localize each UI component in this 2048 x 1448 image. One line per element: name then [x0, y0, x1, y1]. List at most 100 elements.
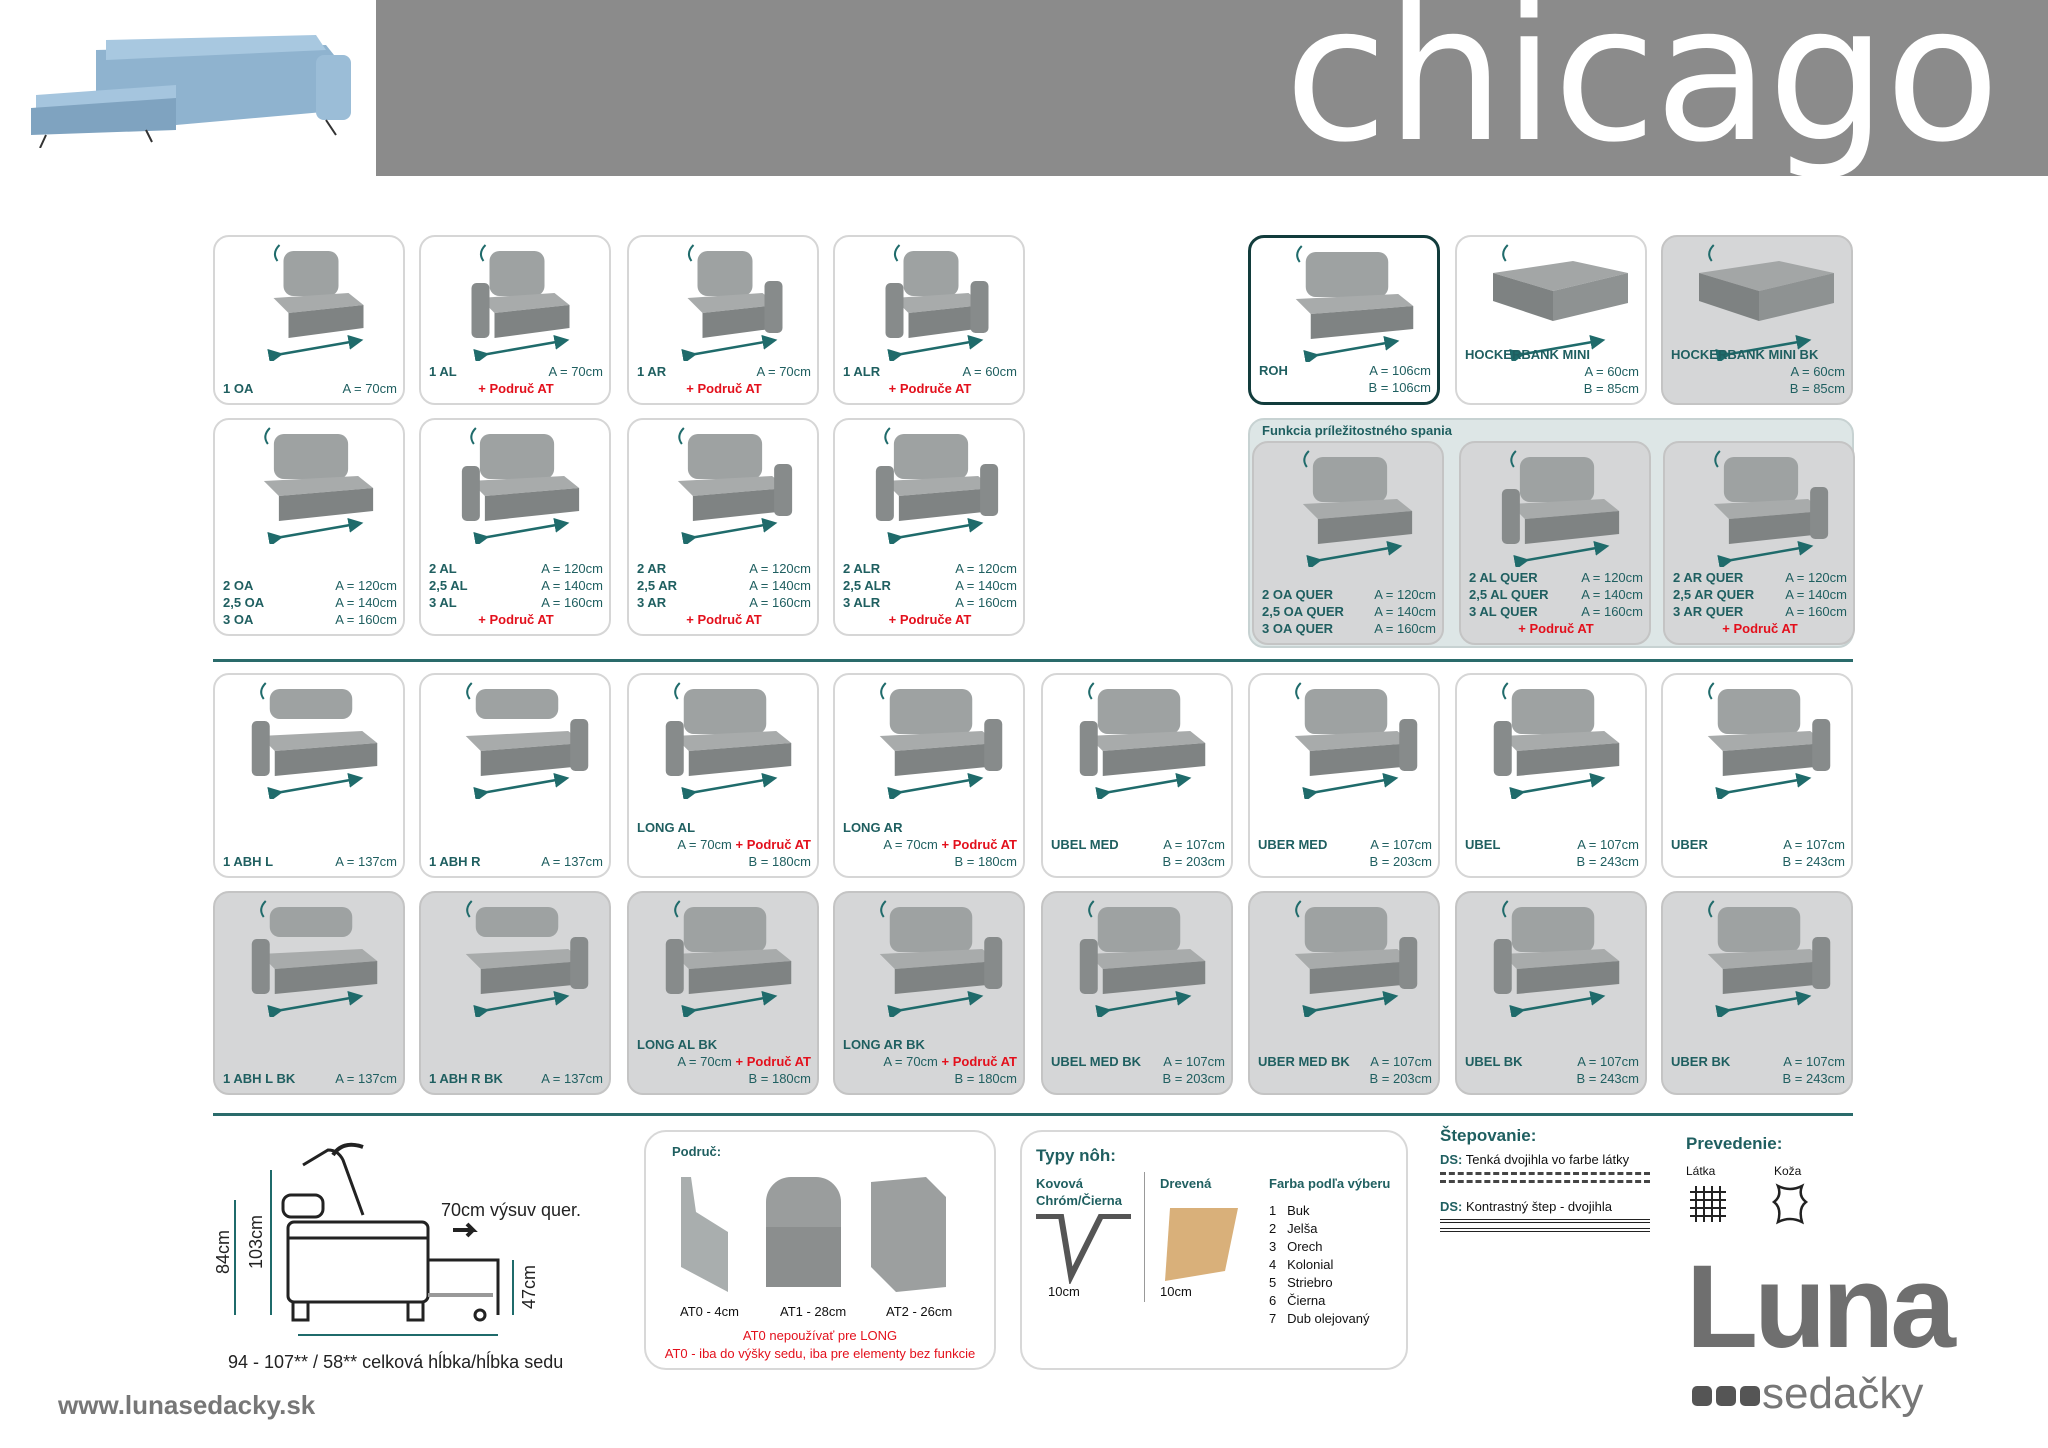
- module-dimension: A = 137cm: [335, 854, 397, 869]
- wood-leg-icon: [1165, 1208, 1238, 1281]
- module-dimension: A = 107cm: [1577, 837, 1639, 852]
- module-dimension: A = 60cm: [962, 364, 1017, 379]
- module-code: 2 OA QUER: [1262, 587, 1334, 602]
- module-line: B = 106cm: [1259, 379, 1431, 396]
- module-line: B = 203cm: [1051, 853, 1225, 870]
- module-code: 2,5 ALR: [843, 578, 891, 593]
- sofa-module-icon: [1493, 244, 1628, 361]
- module-code: UBEL: [1465, 837, 1501, 852]
- module-line: B = 85cm: [1465, 380, 1639, 397]
- stitch-pattern-contrast: [1440, 1228, 1650, 1232]
- sofa-module-icon: [681, 244, 783, 361]
- sofa-module-icon: [875, 427, 999, 544]
- sofa-module-icon: [665, 900, 792, 1017]
- module-dimension: A = 160cm: [335, 612, 397, 627]
- sofa-module-icon: [879, 682, 1003, 799]
- wood-color-item: 5 Striebro: [1269, 1274, 1369, 1292]
- module-code: UBEL MED: [1051, 837, 1119, 852]
- module-code: 3 OA QUER: [1262, 621, 1334, 636]
- module-dimension: B = 180cm: [748, 1071, 811, 1086]
- armrest-at1: AT1 - 28cm: [780, 1304, 847, 1319]
- module-dimension: A = 60cm: [1584, 364, 1639, 379]
- module-line: 1 ALR A = 60cm: [843, 363, 1017, 380]
- stitching-title: Štepovanie:: [1440, 1126, 1537, 1145]
- module-dimension: A = 106cm: [1369, 363, 1431, 378]
- website-link[interactable]: www.lunasedacky.sk: [58, 1390, 316, 1420]
- stitching-panel: Štepovanie: DS: Tenká dvojihla vo farbe …: [1440, 1126, 1670, 1232]
- color-number: 6: [1269, 1293, 1277, 1308]
- module-code: 2 AL: [429, 561, 457, 576]
- module-code: LONG AL BK: [637, 1037, 718, 1052]
- module-dimension: B = 106cm: [1368, 380, 1431, 395]
- module-line: B = 180cm: [843, 1070, 1017, 1087]
- module-code: HOCKERBANK MINI BK: [1671, 347, 1819, 362]
- legs-panel: Typy nôh: Kovová Chróm/Čierna 10cm Dreve…: [1020, 1130, 1408, 1370]
- module-dimension: B = 203cm: [1369, 1071, 1432, 1086]
- module-dimension: A = 107cm: [1163, 1054, 1225, 1069]
- module-dimension: A = 107cm: [1783, 837, 1845, 852]
- metal-leg-color: Chróm/Čierna: [1036, 1193, 1122, 1208]
- sofa-module-icon: [465, 682, 589, 799]
- module-line: HOCKERBANK MINI BK: [1671, 346, 1845, 363]
- armrest-at0: AT0 - 4cm: [680, 1304, 739, 1319]
- wood-color-item: 4 Kolonial: [1269, 1256, 1369, 1274]
- stitch-pattern-thin: [1440, 1172, 1650, 1175]
- module-dimension: A = 70cm: [677, 837, 732, 852]
- sofa-module-icon: [1501, 450, 1620, 567]
- stitch-code: DS:: [1440, 1199, 1463, 1214]
- module-line: B = 203cm: [1258, 1070, 1432, 1087]
- module-line: B = 243cm: [1465, 853, 1639, 870]
- height-47: 47cm: [519, 1265, 539, 1310]
- stitch-contrast: Kontrastný štep - dvojihla: [1466, 1199, 1612, 1214]
- module-code: 1 ALR: [843, 364, 881, 379]
- color-name: Orech: [1287, 1239, 1323, 1254]
- module-line: B = 180cm: [637, 853, 811, 870]
- module-code: 1 ABH R: [429, 854, 481, 869]
- sofa-module-icon: [1493, 900, 1620, 1017]
- module-code: 2 OA: [223, 578, 254, 593]
- module-code: 3 AL QUER: [1469, 604, 1538, 619]
